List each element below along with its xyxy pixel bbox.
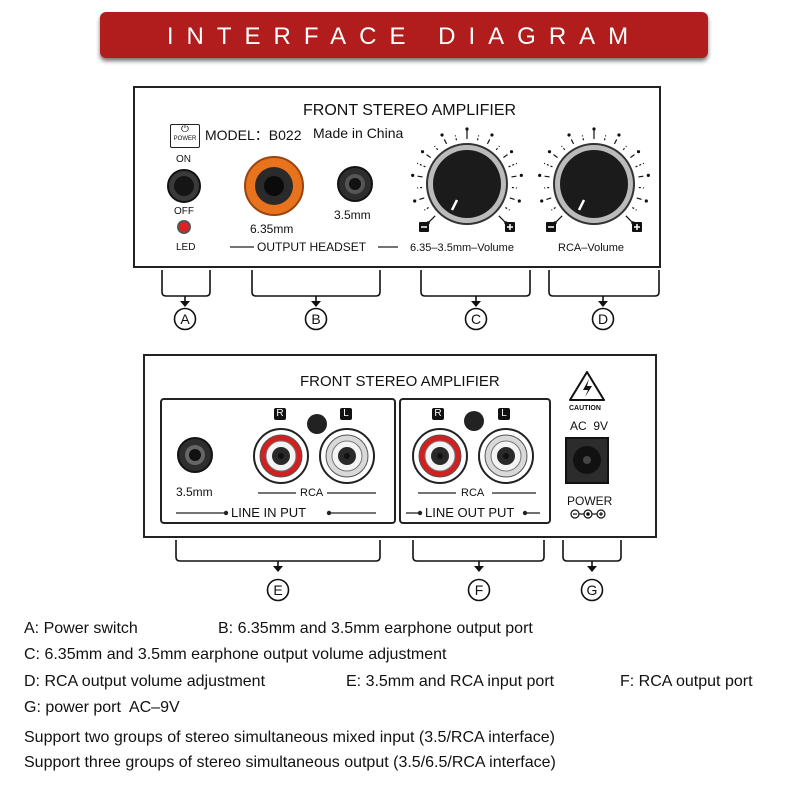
l-badge-in: L: [340, 408, 352, 420]
output-headset-label: OUTPUT HEADSET: [257, 240, 367, 254]
legend-g: G: power port AC–9V: [24, 699, 180, 716]
line-out-box: [399, 398, 551, 524]
r-badge-out: R: [432, 408, 444, 420]
callout-a-label: A: [180, 311, 190, 327]
line-in-box: [160, 398, 396, 524]
callout-b-label: B: [311, 311, 321, 327]
rca-out-label: RCA: [461, 487, 485, 499]
callout-c-label: C: [470, 311, 482, 327]
jack-635-label: 6.35mm: [250, 222, 294, 236]
rear-panel-title: FRONT STEREO AMPLIFIER: [300, 373, 500, 390]
callout-e-label: E: [273, 582, 283, 598]
ac-label: AC 9V: [570, 419, 609, 433]
l-badge-out: L: [498, 408, 510, 420]
r-badge-out-label: R: [434, 408, 442, 419]
legend-f: F: RCA output port: [620, 673, 753, 690]
led-indicator: [177, 220, 191, 234]
knob1-label: 6.35–3.5mm–Volume: [410, 242, 514, 254]
title-banner: INTERFACE DIAGRAM: [100, 12, 708, 58]
r-badge-in: R: [274, 408, 286, 420]
volume-knob-headset: [411, 127, 523, 232]
switch-off-label: OFF: [174, 206, 194, 217]
l-badge-in-label: L: [343, 408, 349, 419]
callout-g-label: G: [586, 582, 598, 598]
volume-knob-rca: [538, 127, 650, 232]
switch-on-label: ON: [176, 154, 191, 165]
callout-f-label: F: [474, 582, 484, 598]
dc-power-jack: [565, 437, 609, 484]
banner-title: INTERFACE DIAGRAM: [166, 23, 642, 50]
polarity-icon: [570, 509, 606, 519]
support-text-1: Support two groups of stereo simultaneou…: [24, 729, 555, 746]
legend-e: E: 3.5mm and RCA input port: [346, 673, 555, 690]
line-out-label: LINE OUT PUT: [425, 505, 515, 520]
rear-jack-35-label: 3.5mm: [176, 485, 213, 499]
legend-d: D: RCA output volume adjustment: [24, 673, 266, 690]
l-badge-out-label: L: [501, 408, 507, 419]
legend-b: B: 6.35mm and 3.5mm earphone output port: [218, 620, 533, 637]
jack-35-label: 3.5mm: [334, 208, 371, 222]
callout-d-label: D: [597, 311, 609, 327]
power-icon-label: POWER: [173, 136, 197, 142]
line-in-label: LINE IN PUT: [231, 505, 307, 520]
knob2-label: RCA–Volume: [558, 242, 625, 254]
r-badge-in-label: R: [276, 408, 284, 419]
power-icon: ⏻ POWER: [170, 124, 200, 148]
model-label: MODEL：B022: [205, 127, 302, 143]
made-in-label: Made in China: [313, 125, 404, 141]
support-text-2: Support three groups of stereo simultane…: [24, 754, 556, 771]
legend-c: C: 6.35mm and 3.5mm earphone output volu…: [24, 646, 447, 663]
led-label: LED: [176, 242, 196, 253]
power-label: POWER: [567, 494, 613, 508]
legend-a: A: Power switch: [24, 620, 138, 637]
front-panel-title: FRONT STEREO AMPLIFIER: [303, 102, 517, 119]
caution-label: CAUTION: [569, 405, 601, 412]
rca-in-label: RCA: [300, 487, 324, 499]
